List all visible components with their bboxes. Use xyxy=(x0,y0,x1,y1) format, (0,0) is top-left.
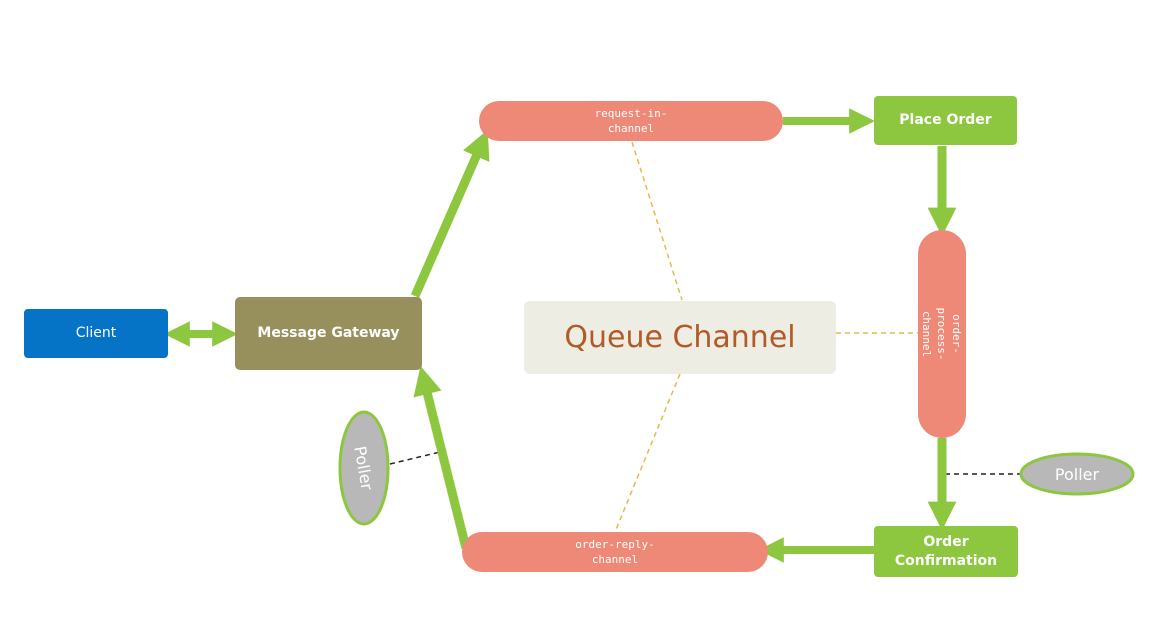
place-order-box[interactable]: Place Order xyxy=(874,96,1017,145)
place-order-label: Place Order xyxy=(899,112,992,128)
request-in-channel-label: request-in- channel xyxy=(594,107,668,135)
message-gateway-box[interactable]: Message Gateway xyxy=(235,297,422,370)
order-process-channel[interactable]: order- process- channel xyxy=(918,230,966,438)
client-box[interactable]: Client xyxy=(24,309,168,358)
queue-channel-label: Queue Channel xyxy=(564,319,796,355)
order-process-channel-shape xyxy=(918,230,966,438)
queue-channel-box: Queue Channel xyxy=(524,301,836,374)
order-reply-channel-shape xyxy=(462,532,768,572)
request-in-channel[interactable]: request-in- channel xyxy=(479,101,783,141)
order-confirmation-label: Order Confirmation xyxy=(894,533,998,569)
poller-left-link xyxy=(389,451,441,465)
dashed-link-request xyxy=(631,141,683,301)
request-in-channel-shape xyxy=(479,101,783,141)
poller-right[interactable]: Poller xyxy=(1021,458,1133,490)
order-confirmation-box[interactable]: Order Confirmation xyxy=(874,526,1018,577)
poller-right-label: Poller xyxy=(1054,464,1100,484)
client-label: Client xyxy=(75,325,117,341)
order-process-channel-label: order- process- channel xyxy=(920,307,964,361)
poller-right-shape xyxy=(1019,452,1135,496)
arrow-reply-gateway xyxy=(413,366,471,550)
poller-left-shape xyxy=(338,410,390,526)
arrow-gateway-request xyxy=(410,129,490,298)
order-reply-channel[interactable]: order-reply- channel xyxy=(462,532,768,572)
poller-left-label: Poller xyxy=(350,444,378,492)
dashed-link-reply xyxy=(614,373,681,533)
message-gateway-label: Message Gateway xyxy=(257,325,400,341)
order-reply-channel-label: order-reply- channel xyxy=(575,538,655,566)
